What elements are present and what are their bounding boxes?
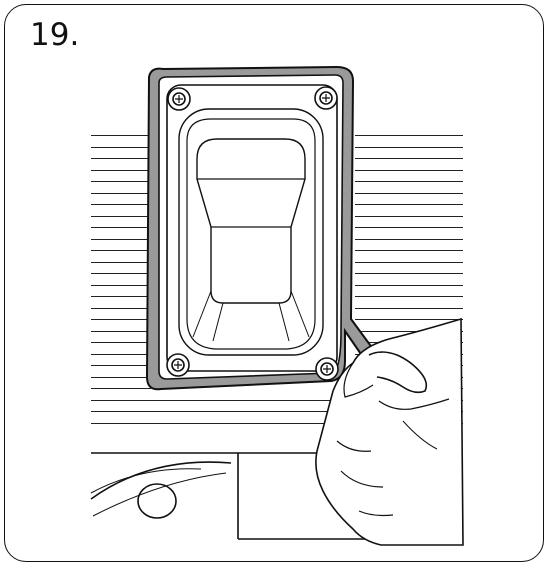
- step-number: 19.: [30, 17, 80, 53]
- gasket-strip: [145, 65, 375, 391]
- base-hole: [137, 483, 177, 519]
- screw-top-left: [167, 87, 191, 111]
- hand: [315, 317, 464, 546]
- speaker-housing: [166, 84, 338, 372]
- screw-bottom-left: [166, 353, 190, 377]
- peel-gasket-illustration: [90, 65, 464, 546]
- step-card: 19.: [4, 4, 544, 562]
- screw-bottom-right: [315, 357, 339, 381]
- screw-top-right: [314, 86, 338, 110]
